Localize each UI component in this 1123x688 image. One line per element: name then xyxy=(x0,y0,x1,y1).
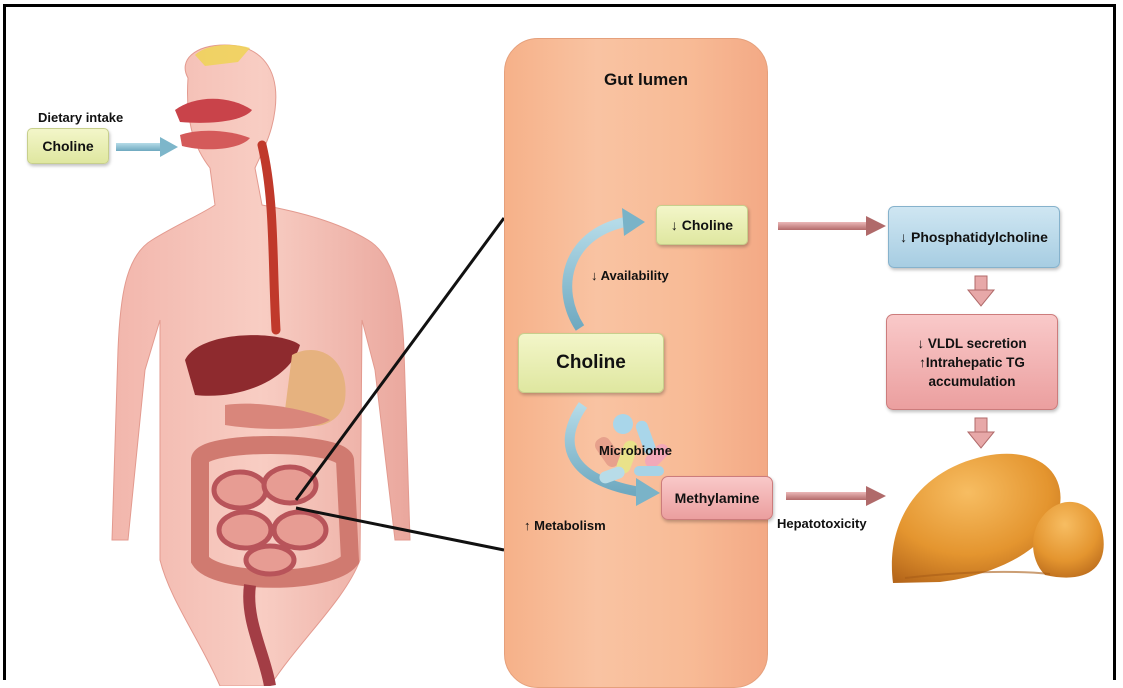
dietary-intake-label: Dietary intake xyxy=(38,110,123,125)
arrow-to-liver xyxy=(786,486,886,506)
dietary-choline-box: Choline xyxy=(27,128,109,164)
intrahepatic-tg-text: ↑Intrahepatic TG xyxy=(919,353,1025,372)
metabolism-label: ↑ Metabolism xyxy=(524,518,606,533)
choline-decreased-box: ↓ Choline xyxy=(656,205,748,245)
arrow-to-phosphatidylcholine xyxy=(778,216,886,236)
curved-arrow-up-head xyxy=(622,208,645,236)
gut-lumen-title: Gut lumen xyxy=(604,70,688,90)
arrow-phosphatidylcholine-to-vldl xyxy=(968,276,994,306)
microbiome-label: Microbiome xyxy=(599,443,672,458)
curved-arrow-down-head xyxy=(636,478,660,506)
arrow-vldl-to-liver xyxy=(968,418,994,448)
vldl-secretion-text: ↓ VLDL secretion xyxy=(917,334,1026,353)
availability-label: ↓ Availability xyxy=(591,268,669,283)
hepatotoxicity-label: Hepatotoxicity xyxy=(777,516,867,531)
liver-illustration xyxy=(892,454,1104,583)
methylamine-box: Methylamine xyxy=(661,476,773,520)
central-choline-box: Choline xyxy=(518,333,664,393)
accumulation-text: accumulation xyxy=(928,372,1015,391)
liver-effects-box: ↓ VLDL secretion ↑Intrahepatic TG accumu… xyxy=(886,314,1058,410)
phosphatidylcholine-box: ↓ Phosphatidylcholine xyxy=(888,206,1060,268)
